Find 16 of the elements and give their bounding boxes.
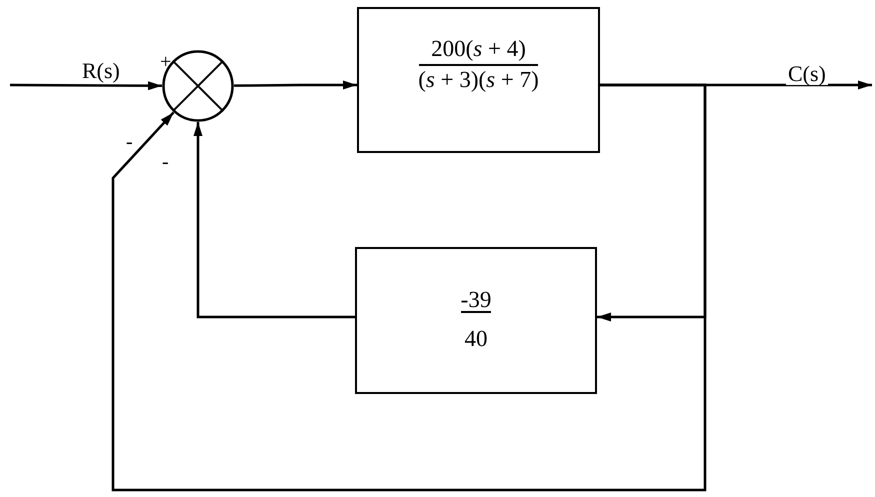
transfer-function-block	[355, 247, 597, 394]
signal-arrow	[10, 81, 162, 90]
signal-arrow	[194, 122, 355, 318]
signal-arrow	[234, 80, 357, 90]
transfer-function-block	[357, 7, 600, 153]
signal-label: C(s)	[786, 63, 828, 85]
denominator: 40	[464, 324, 488, 353]
denominator: (s + 3)(s + 7)	[418, 66, 539, 94]
summing-junction	[162, 50, 234, 122]
signal-label: R(s)	[80, 60, 122, 82]
signal-arrow	[112, 84, 706, 492]
numerator: -39	[460, 288, 492, 313]
numerator: 200(s + 4)	[419, 35, 538, 66]
sign-label: -	[126, 132, 133, 152]
sign-label: -	[162, 152, 169, 172]
sign-label: +	[160, 52, 172, 72]
